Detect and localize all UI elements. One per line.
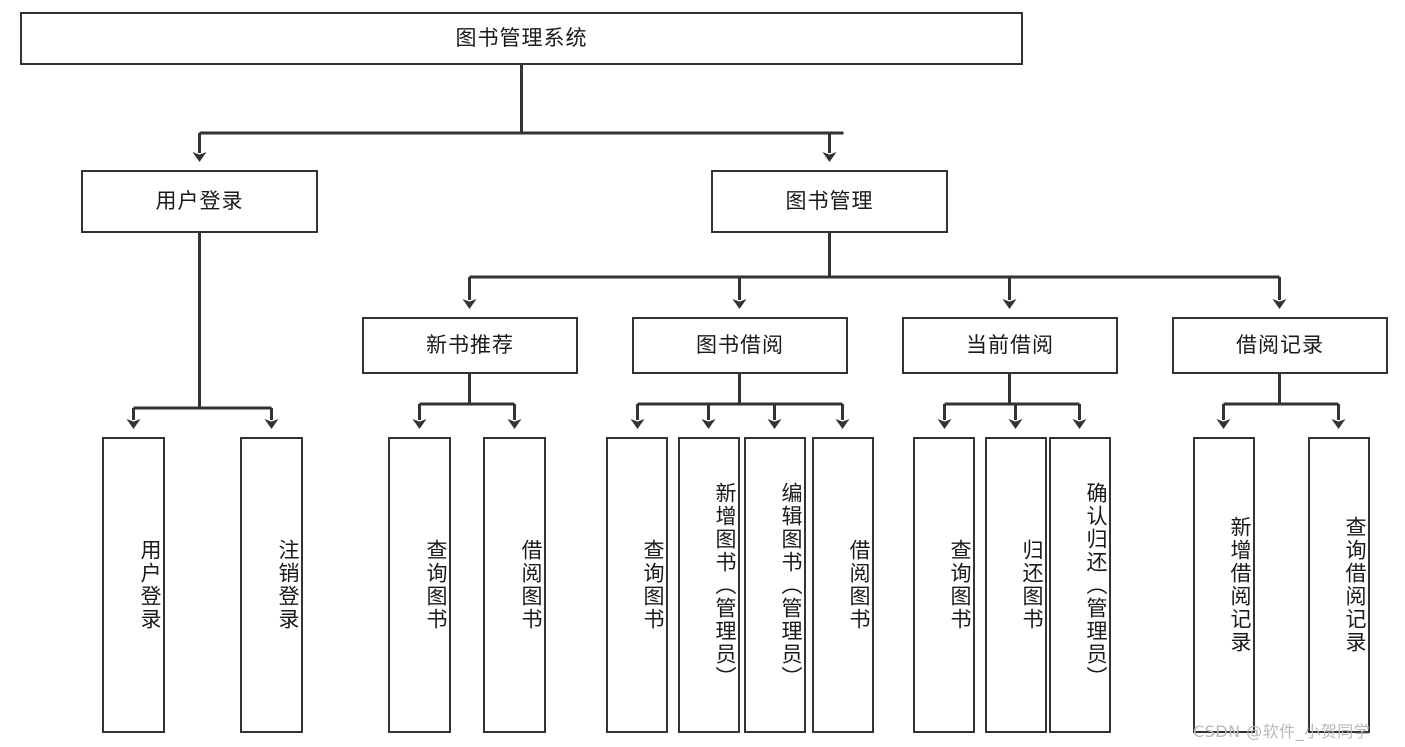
connector-group-new-books	[412, 374, 522, 429]
node-current-borrow[interactable]: 当前借阅	[902, 317, 1118, 374]
connector-group-root	[192, 65, 844, 162]
node-borrow-records[interactable]: 借阅记录	[1172, 317, 1388, 374]
leaf-add-borrow-record[interactable]: 新增借阅记录	[1193, 437, 1255, 733]
leaf-query-books-recommend[interactable]: 查询图书	[388, 437, 451, 733]
node-new-book-recommend[interactable]: 新书推荐	[362, 317, 578, 374]
leaf-logout[interactable]: 注销登录	[240, 437, 303, 733]
leaf-add-book-admin[interactable]: 新增图书（管理员）	[678, 437, 740, 733]
leaf-edit-book-admin[interactable]: 编辑图书（管理员）	[744, 437, 806, 733]
node-book-borrow[interactable]: 图书借阅	[632, 317, 848, 374]
leaf-query-books-current[interactable]: 查询图书	[913, 437, 975, 733]
node-book-management[interactable]: 图书管理	[711, 170, 948, 233]
leaf-return-book[interactable]: 归还图书	[985, 437, 1047, 733]
connector-group-borrow	[630, 374, 850, 429]
csdn-watermark: CSDN @软件_小贺同学	[1193, 722, 1371, 741]
connector-group-book-manage	[462, 233, 1287, 309]
leaf-query-books-borrow[interactable]: 查询图书	[606, 437, 668, 733]
leaf-confirm-return-admin[interactable]: 确认归还（管理员）	[1049, 437, 1111, 733]
leaf-borrow-books-recommend[interactable]: 借阅图书	[483, 437, 546, 733]
connector-group-current-borrow	[937, 374, 1087, 429]
leaf-user-login[interactable]: 用户登录	[102, 437, 165, 733]
node-user-login[interactable]: 用户登录	[81, 170, 318, 233]
leaf-borrow-book[interactable]: 借阅图书	[812, 437, 874, 733]
node-root[interactable]: 图书管理系统	[20, 12, 1023, 65]
leaf-query-borrow-record[interactable]: 查询借阅记录	[1308, 437, 1370, 733]
connector-group-records	[1216, 374, 1346, 429]
connector-group-user-login	[126, 233, 279, 429]
